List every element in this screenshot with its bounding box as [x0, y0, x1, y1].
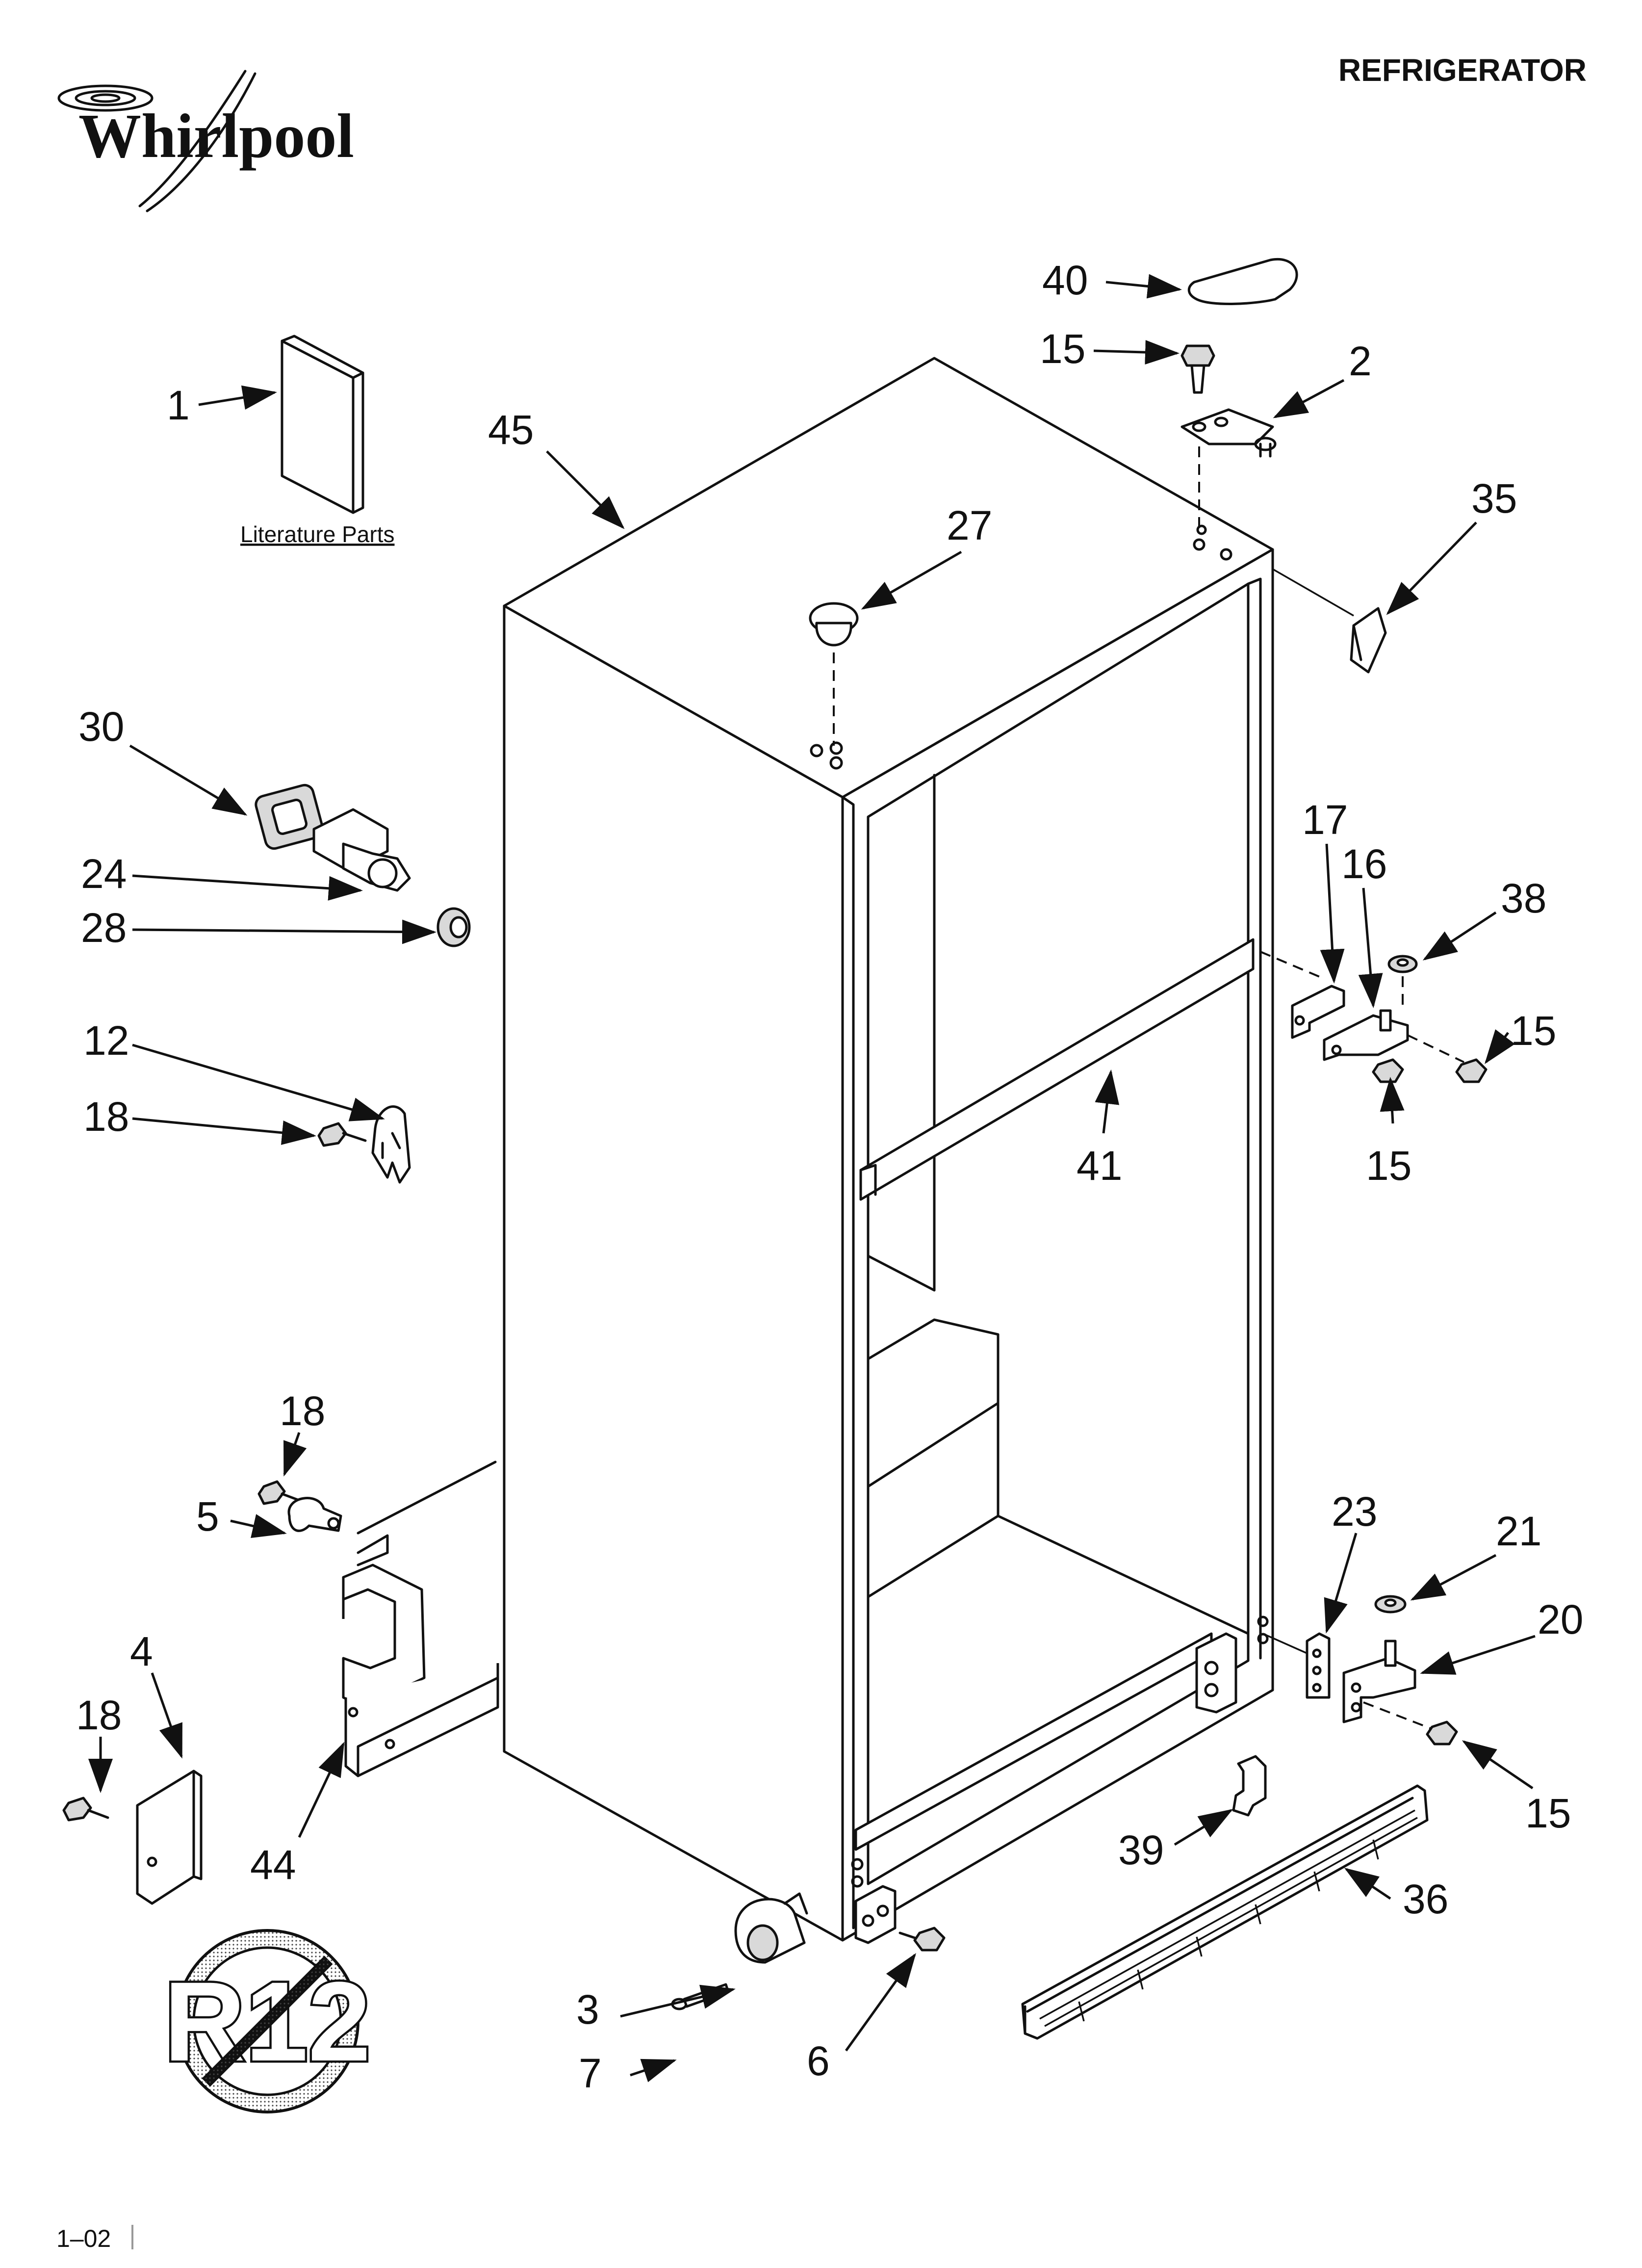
- cabinet-bottom-bracket: [1195, 1632, 1237, 1714]
- callout-17: 17: [1302, 797, 1348, 843]
- thermostat-knob: [312, 808, 411, 892]
- tubing-clamp: [287, 1497, 342, 1532]
- callout-numbers: 1 45 27 40 15 2 35 30 24 28 12 18 18 5 4…: [76, 257, 1583, 2096]
- top-plug: [809, 602, 859, 647]
- divider-rail: [859, 938, 1255, 1201]
- leader-lines: [88, 274, 1536, 2083]
- callout-4: 4: [130, 1628, 153, 1674]
- revision-code: 1–02: [56, 2225, 111, 2252]
- callout-38: 38: [1501, 875, 1546, 921]
- tubing-bracket: [342, 1460, 499, 1777]
- callout-12: 12: [83, 1017, 129, 1064]
- logo-text: Whirlpool: [78, 101, 354, 171]
- callout-6: 6: [807, 2038, 830, 2084]
- side-cover: [136, 1770, 203, 1905]
- callout-1: 1: [167, 382, 190, 428]
- callout-18-lower: 18: [76, 1692, 122, 1738]
- leveling-roller: [734, 1892, 808, 1964]
- callout-7: 7: [579, 2050, 602, 2096]
- roller-screw: [898, 1927, 946, 1952]
- callout-16: 16: [1341, 841, 1387, 887]
- literature-parts-booklet: [281, 335, 364, 514]
- callout-41: 41: [1077, 1143, 1122, 1189]
- clip-screw: [317, 1122, 367, 1147]
- whirlpool-logo: Whirlpool: [57, 70, 354, 212]
- callout-15-mid-right: 15: [1511, 1008, 1556, 1054]
- callout-30: 30: [78, 704, 124, 750]
- r12-badge-text: R12: [164, 1958, 371, 2085]
- callout-45: 45: [488, 407, 534, 453]
- callout-18-middle: 18: [280, 1388, 325, 1434]
- bottom-hinge-washer: [1374, 1595, 1407, 1614]
- no-r12-prohibition-icon: R12: [162, 1929, 373, 2113]
- callout-39: 39: [1118, 1827, 1164, 1873]
- callout-5: 5: [196, 1493, 219, 1539]
- toe-grille: [1021, 1784, 1429, 2040]
- bottom-hinge-screw: [1426, 1721, 1458, 1746]
- callout-28: 28: [81, 905, 127, 951]
- hinge-cap: [1350, 607, 1387, 674]
- refrigerator-cabinet: [503, 357, 1274, 1942]
- callout-15-mid: 15: [1366, 1143, 1411, 1189]
- callout-3: 3: [576, 1986, 599, 2033]
- literature-parts-caption: Literature Parts: [240, 521, 394, 547]
- callout-15-bottom: 15: [1525, 1790, 1571, 1836]
- callout-20: 20: [1538, 1596, 1583, 1642]
- callout-24: 24: [81, 851, 127, 897]
- callout-2: 2: [1349, 338, 1372, 384]
- hinge-screw-upper: [1455, 1058, 1488, 1083]
- hinge-cover: [1187, 258, 1298, 305]
- callout-23: 23: [1332, 1488, 1377, 1535]
- page-title: REFRIGERATOR: [1338, 52, 1587, 88]
- bottom-hinge-plate: [1306, 1632, 1331, 1699]
- callout-35: 35: [1471, 475, 1517, 521]
- callout-15-top: 15: [1040, 326, 1085, 372]
- callout-21: 21: [1496, 1508, 1541, 1554]
- hinge-washer: [1387, 955, 1418, 973]
- callout-36: 36: [1403, 1876, 1448, 1922]
- grommet: [436, 907, 471, 947]
- thermostat-bezel: [255, 783, 324, 850]
- center-hinge-bracket: [1291, 985, 1345, 1039]
- grille-clip: [1232, 1755, 1267, 1817]
- top-hinge-screw: [1180, 344, 1215, 394]
- front-bracket: [854, 1885, 897, 1944]
- callout-44: 44: [250, 1842, 296, 1888]
- hinge-screw-lower: [1372, 1058, 1404, 1083]
- callout-27: 27: [947, 502, 992, 548]
- callout-18-upper: 18: [83, 1094, 129, 1140]
- callout-40: 40: [1042, 257, 1088, 303]
- top-hinge: [1180, 408, 1277, 458]
- center-hinge: [1323, 1009, 1409, 1061]
- cover-screw: [62, 1797, 109, 1822]
- bottom-hinge: [1342, 1640, 1416, 1723]
